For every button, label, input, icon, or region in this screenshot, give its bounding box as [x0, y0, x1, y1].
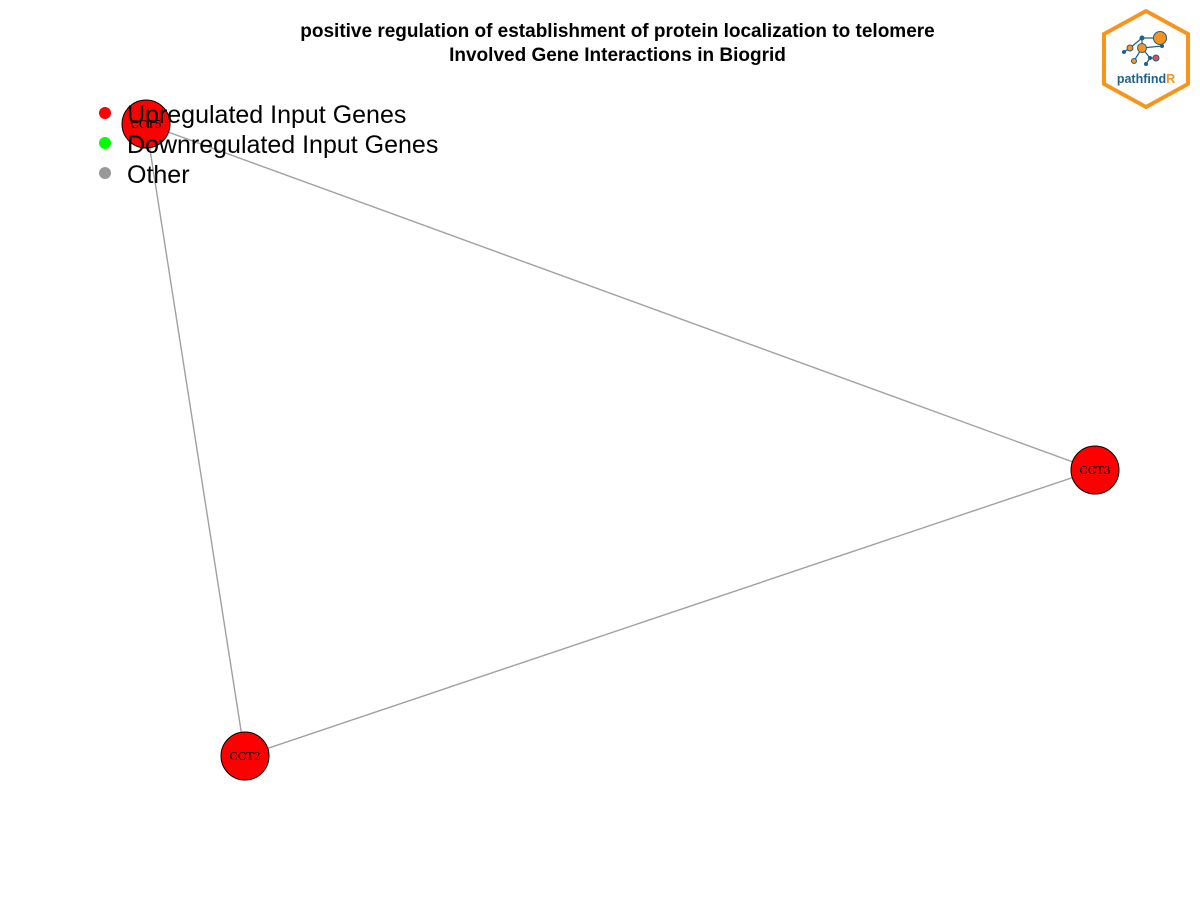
- title-line-1: positive regulation of establishment of …: [300, 21, 935, 42]
- node-circle-cct2: [220, 731, 270, 781]
- legend-dot-downregulated: [99, 137, 111, 149]
- node-cct5: CCT5: [121, 99, 171, 149]
- node-label-cct3: CCT3: [1079, 464, 1110, 477]
- node-circle-cct5: [121, 99, 171, 149]
- legend-label-downregulated: Downregulated Input Genes: [127, 131, 439, 159]
- legend-label-other: Other: [127, 161, 190, 189]
- legend-dot-upregulated: [99, 107, 111, 119]
- pathfindr-logo: pathfindR: [1102, 8, 1190, 110]
- logo-network-icon: [1122, 31, 1167, 66]
- node-label-cct5: CCT5: [130, 118, 161, 131]
- legend-label-upregulated: Upregulated Input Genes: [127, 101, 407, 129]
- chart-title: positive regulation of establishment of …: [0, 20, 1200, 68]
- title-line-2: Involved Gene Interactions in Biogrid: [449, 45, 786, 66]
- node-label-cct2: CCT2: [229, 750, 260, 763]
- edge-cct2-cct3: [244, 469, 1096, 757]
- legend-dot-other: [99, 167, 111, 179]
- node-cct3: CCT3: [1070, 445, 1120, 495]
- node-circle-cct3: [1070, 445, 1120, 495]
- logo-text: pathfindR: [1117, 72, 1175, 86]
- edge-cct5-cct2: [145, 123, 246, 757]
- edge-cct5-cct3: [145, 123, 1096, 471]
- edge-layer: [145, 123, 1096, 757]
- node-cct2: CCT2: [220, 731, 270, 781]
